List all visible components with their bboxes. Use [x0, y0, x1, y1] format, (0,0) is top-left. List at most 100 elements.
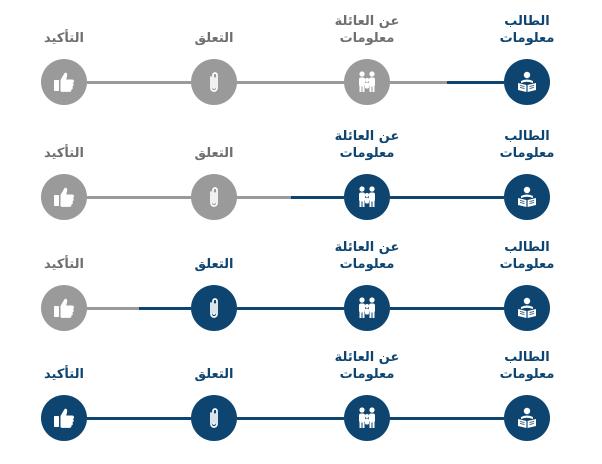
step-label-family: عن العائلة معلومات: [307, 13, 427, 47]
step-label-attach: التعلق: [154, 256, 274, 273]
connector-line: [237, 417, 291, 420]
thumbs-up-icon: [51, 184, 77, 210]
step-label-family: عن العائلة معلومات: [307, 349, 427, 383]
connector-line: [447, 417, 504, 420]
step-label-line2: معلومات: [499, 31, 555, 46]
connector-line: [139, 81, 191, 84]
paperclip-icon: [201, 405, 227, 431]
connector-line: [139, 417, 191, 420]
paperclip-icon: [201, 184, 227, 210]
family-icon: [354, 184, 380, 210]
step-label-attach: التعلق: [154, 145, 274, 162]
step-label-line1: التأكيد: [44, 367, 84, 382]
step-label-line2: معلومات: [339, 146, 395, 161]
student-reading-icon: [514, 69, 540, 95]
step-label-line1: التعلق: [194, 146, 234, 161]
step-label-line1: عن العائلة: [334, 14, 400, 29]
progress-stepper: الطالب معلومات عن العائلة معلومات التعلق التأ…: [0, 226, 602, 336]
step-label-line1: عن العائلة: [334, 350, 400, 365]
connector-line: [87, 81, 139, 84]
paperclip-icon: [201, 69, 227, 95]
thumbs-up-icon: [51, 405, 77, 431]
step-label-student: الطالب معلومات: [467, 349, 587, 383]
step-node-attach[interactable]: [191, 174, 237, 220]
connector-line: [290, 417, 344, 420]
step-node-confirm[interactable]: [41, 174, 87, 220]
step-label-line1: التأكيد: [44, 31, 84, 46]
step-label-line2: معلومات: [499, 367, 555, 382]
connector-line: [447, 196, 504, 199]
step-label-line1: التعلق: [194, 257, 234, 272]
connector-line: [390, 196, 447, 199]
step-label-confirm: التأكيد: [4, 30, 124, 47]
step-label-line2: معلومات: [339, 31, 395, 46]
step-label-attach: التعلق: [154, 366, 274, 383]
connector-line: [237, 307, 291, 310]
connector-line: [390, 81, 447, 84]
step-label-line1: التأكيد: [44, 257, 84, 272]
step-label-attach: التعلق: [154, 30, 274, 47]
thumbs-up-icon: [51, 69, 77, 95]
step-label-line2: معلومات: [499, 257, 555, 272]
connector-line: [139, 307, 191, 310]
step-label-confirm: التأكيد: [4, 145, 124, 162]
step-label-line1: الطالب: [504, 350, 550, 365]
connector-line: [390, 307, 447, 310]
step-node-student[interactable]: [504, 174, 550, 220]
step-node-confirm[interactable]: [41, 59, 87, 105]
connector-line: [447, 307, 504, 310]
step-node-student[interactable]: [504, 395, 550, 441]
step-label-line1: الطالب: [504, 14, 550, 29]
step-label-family: عن العائلة معلومات: [307, 128, 427, 162]
step-node-family[interactable]: [344, 285, 390, 331]
step-label-line1: التعلق: [194, 367, 234, 382]
connector-line: [237, 81, 291, 84]
step-node-attach[interactable]: [191, 395, 237, 441]
progress-stepper: الطالب معلومات عن العائلة معلومات التعلق التأ…: [0, 115, 602, 225]
connector-line: [87, 196, 139, 199]
step-node-family[interactable]: [344, 59, 390, 105]
connector-line: [290, 196, 344, 199]
step-label-line1: التأكيد: [44, 146, 84, 161]
step-label-line1: الطالب: [504, 240, 550, 255]
step-label-line1: عن العائلة: [334, 240, 400, 255]
step-label-line1: الطالب: [504, 129, 550, 144]
student-reading-icon: [514, 184, 540, 210]
connector-line: [87, 307, 139, 310]
progress-stepper: الطالب معلومات عن العائلة معلومات التعلق التأ…: [0, 0, 602, 110]
family-icon: [354, 295, 380, 321]
student-reading-icon: [514, 295, 540, 321]
connector-line: [87, 417, 139, 420]
step-label-line2: معلومات: [499, 146, 555, 161]
step-node-family[interactable]: [344, 395, 390, 441]
step-node-confirm[interactable]: [41, 285, 87, 331]
connector-line: [290, 307, 344, 310]
step-label-confirm: التأكيد: [4, 366, 124, 383]
step-label-family: عن العائلة معلومات: [307, 239, 427, 273]
step-label-line2: معلومات: [339, 367, 395, 382]
step-label-student: الطالب معلومات: [467, 239, 587, 273]
step-label-student: الطالب معلومات: [467, 128, 587, 162]
step-node-student[interactable]: [504, 59, 550, 105]
connector-line: [290, 81, 344, 84]
step-label-student: الطالب معلومات: [467, 13, 587, 47]
step-label-line1: عن العائلة: [334, 129, 400, 144]
family-icon: [354, 405, 380, 431]
step-node-attach[interactable]: [191, 59, 237, 105]
connector-line: [237, 196, 291, 199]
step-node-attach[interactable]: [191, 285, 237, 331]
step-node-family[interactable]: [344, 174, 390, 220]
step-node-confirm[interactable]: [41, 395, 87, 441]
step-label-confirm: التأكيد: [4, 256, 124, 273]
thumbs-up-icon: [51, 295, 77, 321]
step-label-line2: معلومات: [339, 257, 395, 272]
connector-line: [447, 81, 504, 84]
connector-line: [139, 196, 191, 199]
paperclip-icon: [201, 295, 227, 321]
step-node-student[interactable]: [504, 285, 550, 331]
step-label-line1: التعلق: [194, 31, 234, 46]
progress-stepper: الطالب معلومات عن العائلة معلومات التعلق التأ…: [0, 336, 602, 446]
student-reading-icon: [514, 405, 540, 431]
connector-line: [390, 417, 447, 420]
family-icon: [354, 69, 380, 95]
